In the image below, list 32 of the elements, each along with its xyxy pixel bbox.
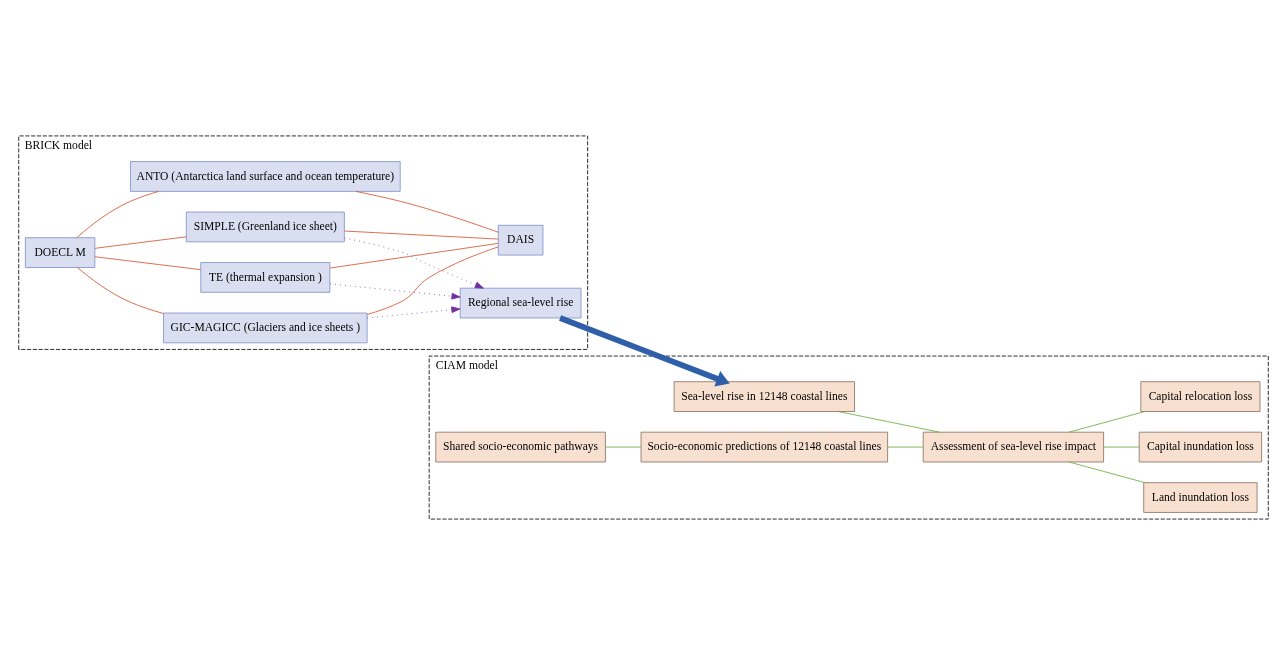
connector: [366, 246, 499, 315]
arrow: [366, 306, 461, 319]
node-box: DAIS: [497, 224, 544, 256]
node-box: Socio-economic predictions of 12148 coastal lines: [640, 431, 889, 463]
connector: [329, 242, 499, 269]
node-box: ANTO (Antarctica land surface and ocean temperature): [130, 161, 401, 192]
node-box: SIMPLE (Greenland ice sheet): [185, 211, 345, 243]
connector: [344, 230, 499, 240]
connector: [1068, 461, 1146, 484]
node-box: Capital inundation loss: [1138, 431, 1263, 463]
connector: [76, 267, 164, 314]
node-box: Capital relocation loss: [1140, 381, 1261, 412]
arrow: [344, 237, 484, 289]
connector: [76, 191, 159, 239]
arrow: [329, 283, 461, 300]
connector: [355, 191, 499, 233]
node-box: Sea-level rise in 12148 coastal lines: [673, 381, 855, 412]
connector: [605, 446, 642, 448]
connector: [1103, 446, 1140, 448]
node-box: GIC-MAGICC (Glaciers and ice sheets ): [163, 312, 368, 344]
node-box: DOECL M: [24, 237, 96, 268]
connector: [94, 236, 187, 249]
node-box: Shared socio-economic pathways: [435, 431, 606, 463]
node-box: Regional sea-level rise: [459, 287, 582, 319]
connector: [837, 411, 940, 433]
node-box: TE (thermal expansion ): [200, 262, 331, 293]
node-box: Land inundation loss: [1143, 482, 1258, 513]
node-box: Assessment of sea-level rise impact: [922, 431, 1104, 463]
arrow: [559, 315, 730, 387]
connector: [887, 446, 924, 448]
connector: [94, 256, 202, 271]
connector: [1068, 411, 1146, 433]
